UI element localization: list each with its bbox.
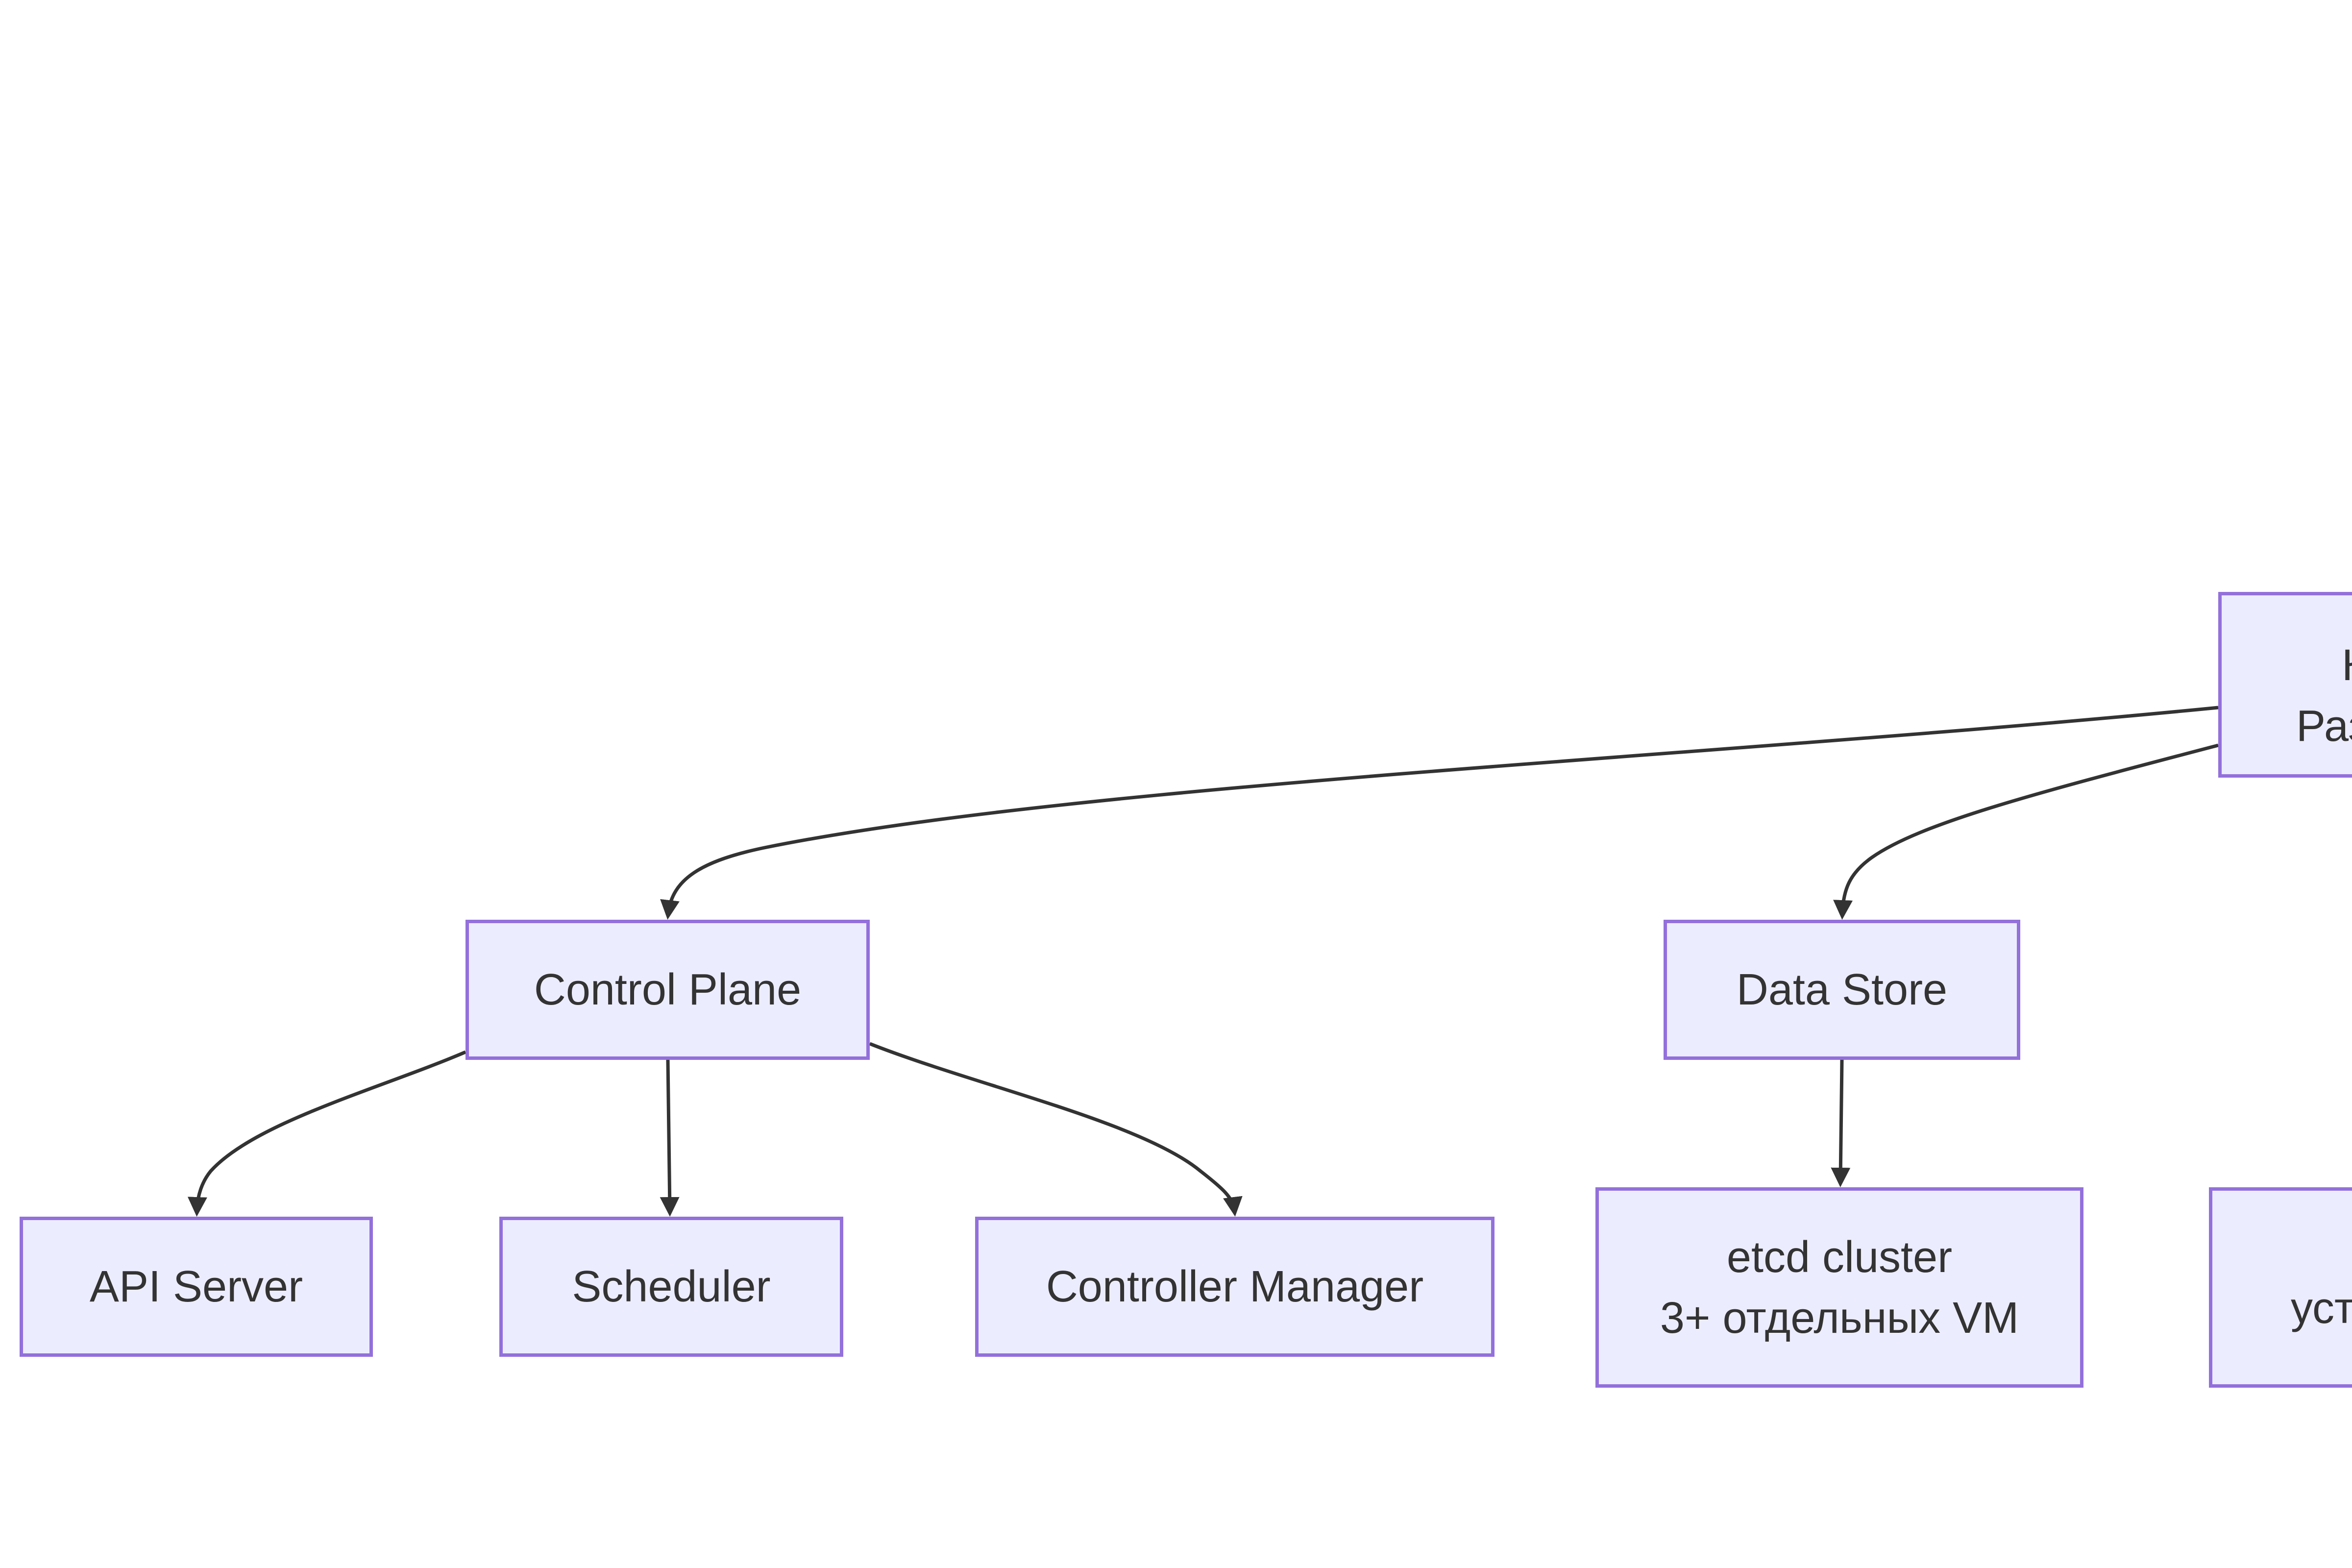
node-controller-manager: Controller Manager [975, 1217, 1494, 1357]
node-control-plane: Control Plane [466, 920, 870, 1060]
node-data-store: Data Store [1664, 920, 2020, 1060]
edge-control-plane-to-controller-manager [869, 1042, 1243, 1217]
edge-root-to-control-plane [660, 706, 2219, 920]
node-data-store-label: Data Store [1736, 965, 1948, 1014]
node-etcd-line2: 3+ отдельных VM [1660, 1293, 2019, 1343]
edge-data-store-to-etcd [1831, 1059, 1851, 1187]
node-scheduler: Scheduler [499, 1217, 843, 1357]
node-scheduler-label: Scheduler [572, 1262, 771, 1311]
edge-control-plane-to-api-server [187, 1050, 466, 1217]
node-right-clipped-line2: уста [2291, 1284, 2352, 1333]
node-etcd: etcd cluster 3+ отдельных VM [1595, 1187, 2083, 1388]
edge-root-to-data-store [1833, 743, 2219, 920]
edge-control-plane-to-scheduler [660, 1059, 680, 1217]
node-controller-manager-label: Controller Manager [1046, 1262, 1424, 1311]
node-root-line1: К [2342, 643, 2352, 687]
node-root-line2: Раз [2296, 702, 2352, 751]
node-api-server-label: API Server [89, 1262, 303, 1311]
node-right-clipped: уста [2209, 1187, 2352, 1388]
node-api-server: API Server [20, 1217, 373, 1357]
node-etcd-line1: etcd cluster [1726, 1232, 1953, 1282]
node-root-clipped: К Раз [2218, 592, 2352, 778]
node-control-plane-label: Control Plane [534, 965, 802, 1014]
